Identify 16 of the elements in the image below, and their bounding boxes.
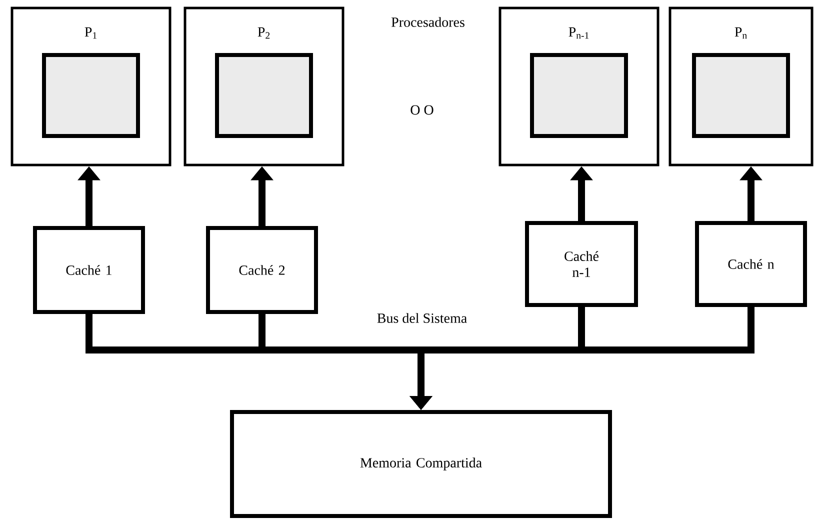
memory-box: Memoria Compartida	[230, 410, 612, 518]
cache-box: Caché n	[695, 221, 807, 307]
inner-box	[215, 53, 313, 138]
inner-box	[42, 53, 140, 138]
processor-box: P$_{1}$	[10, 6, 172, 166]
heading-label: Procesadores	[391, 17, 464, 27]
inner-box	[530, 53, 628, 138]
processor-box: P$_{2}$	[184, 6, 344, 166]
bus-label: Bus del Sistema	[377, 313, 467, 323]
processor-box: P$_{n-1}$	[498, 6, 660, 166]
ellipsis-label: O O	[410, 105, 434, 115]
cache-box: Caché n-1	[525, 221, 638, 307]
processor-box: P$_{n}$	[668, 6, 814, 166]
cache-box: Caché 1	[33, 226, 145, 314]
cache-box: Caché 2	[206, 226, 318, 314]
inner-box	[692, 53, 790, 138]
